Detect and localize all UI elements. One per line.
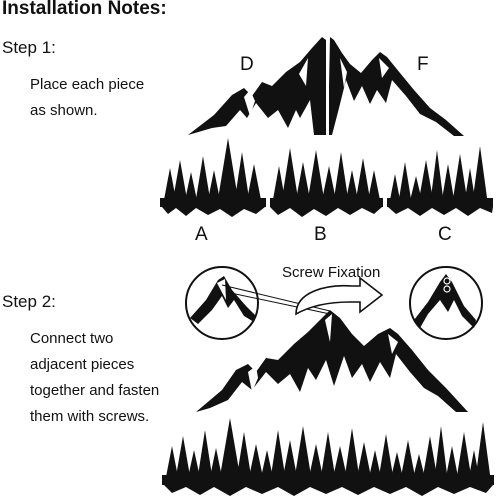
forest-piece-a bbox=[160, 138, 266, 217]
step1-mountain bbox=[188, 35, 464, 137]
piece-label-a: A bbox=[195, 224, 208, 245]
screw-fixation-label: Screw Fixation bbox=[282, 264, 381, 281]
page-title: Installation Notes: bbox=[2, 0, 167, 19]
step2-forest bbox=[162, 418, 494, 496]
step1-line-2: as shown. bbox=[30, 102, 98, 119]
piece-label-d: D bbox=[240, 54, 254, 75]
forest-piece-b bbox=[270, 148, 383, 217]
step1-heading: Step 1: bbox=[2, 38, 56, 57]
forest-piece-c bbox=[387, 146, 493, 216]
detail-circle-left bbox=[185, 266, 259, 340]
piece-label-b: B bbox=[314, 224, 327, 245]
step2-line-3: together and fasten bbox=[30, 382, 160, 399]
step1-forest bbox=[160, 138, 493, 217]
screw-fixation-arrow bbox=[295, 276, 384, 316]
detail-circle-right bbox=[409, 266, 483, 340]
piece-label-f: F bbox=[417, 54, 429, 75]
piece-label-c: C bbox=[438, 224, 452, 245]
screw-icon bbox=[443, 277, 451, 285]
screw-icon-2 bbox=[443, 285, 451, 293]
step2-heading: Step 2: bbox=[2, 292, 56, 311]
step2-line-4: them with screws. bbox=[30, 408, 150, 425]
step1-line-1: Place each piece bbox=[30, 76, 145, 93]
step2-mountain bbox=[196, 310, 468, 412]
step2-line-1: Connect two bbox=[30, 330, 114, 347]
step2-line-2: adjacent pieces bbox=[30, 356, 135, 373]
